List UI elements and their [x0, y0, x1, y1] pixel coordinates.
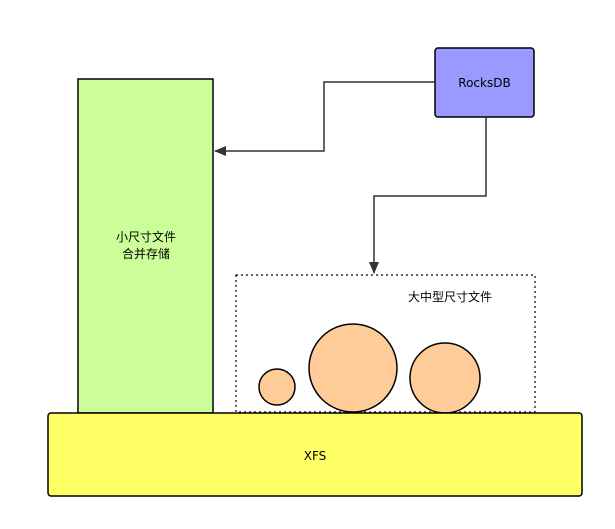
file-circle-large — [308, 323, 398, 413]
small-files-label-line2: 合并存储 — [122, 246, 170, 261]
large-files-label: 大中型尺寸文件 — [408, 289, 492, 304]
rocksdb-label: RocksDB — [458, 76, 510, 90]
file-circle-small — [258, 368, 296, 406]
small-files-box — [77, 78, 214, 414]
xfs-box — [47, 412, 583, 497]
xfs-label: XFS — [304, 449, 327, 463]
large-files-region — [235, 274, 536, 413]
file-circle-medium — [409, 342, 481, 414]
small-files-label-line1: 小尺寸文件 — [116, 229, 176, 244]
arrow-rocksdb-to-small-files — [214, 81, 435, 156]
arrow-rocksdb-to-large-files — [369, 117, 487, 274]
